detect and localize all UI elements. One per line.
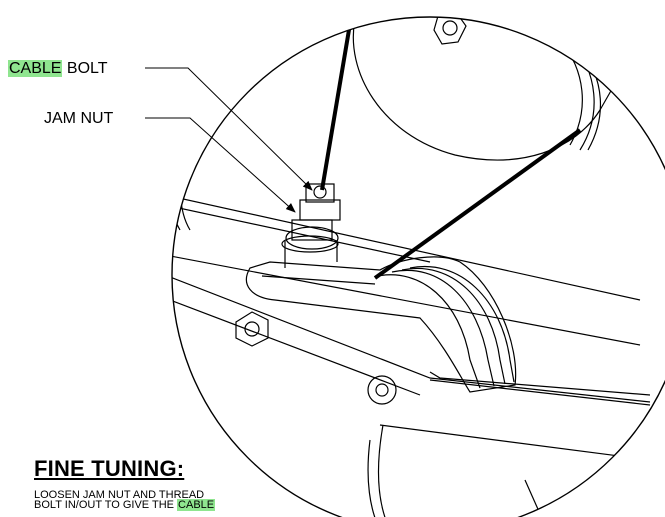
detail-circle-outline (171, 16, 665, 517)
instruction-cable-highlight: CABLE (177, 499, 216, 511)
cable-bolt-assembly (281, 183, 341, 268)
fine-tuning-instructions: LOOSEN JAM NUT AND THREAD BOLT IN/OUT TO… (34, 489, 334, 511)
cable-bolt-label-rest: BOLT (62, 60, 108, 77)
jam-nut-label: JAM NUT (44, 110, 114, 127)
frame-rail-lower (172, 254, 641, 346)
cable-diagonal (373, 128, 582, 280)
lower-pulley (377, 274, 481, 389)
fine-tuning-title: FINE TUNING: (34, 456, 185, 481)
instruction-line-2: BOLT IN/OUT TO GIVE THE CABLE (34, 499, 334, 511)
jam-nut-leader (145, 117, 296, 213)
pivot-arm (245, 256, 517, 393)
upper-pulley-housing (352, 19, 641, 161)
instruction-line-1: LOOSEN JAM NUT AND THREAD (34, 489, 205, 501)
cable-bolt-label: CABLE BOLT (8, 60, 108, 78)
hex-bolt-lower (367, 375, 397, 405)
cable-vertical (320, 17, 354, 191)
cable-bolt-leader (145, 67, 313, 191)
instruction-line-2-prefix: BOLT IN/OUT TO GIVE THE (34, 499, 178, 511)
hex-bolt-left (235, 311, 269, 347)
frame-rail-upper (172, 194, 641, 301)
hex-bolt-top (433, 17, 467, 45)
cable-highlight: CABLE (8, 60, 63, 77)
